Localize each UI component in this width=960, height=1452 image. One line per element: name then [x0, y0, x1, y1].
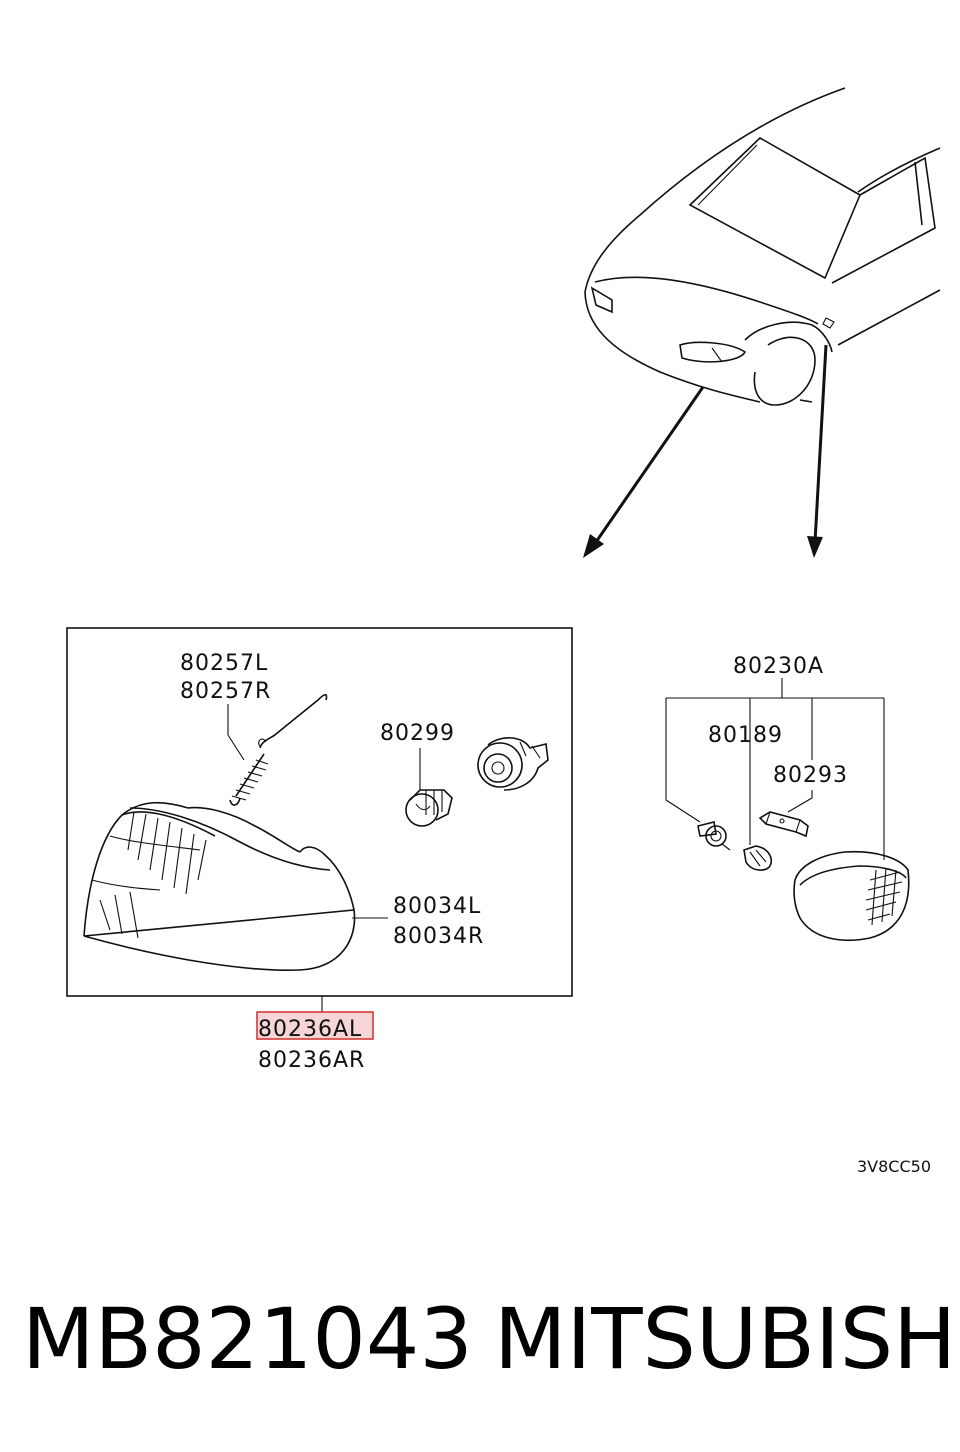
socket-part — [477, 737, 549, 791]
screw-leader — [665, 799, 701, 823]
callout-spring-l: 80257L — [180, 651, 268, 676]
assembly-frame — [66, 627, 573, 997]
spring-part — [229, 693, 328, 806]
callout-assembly-l: 80236AL — [258, 1017, 362, 1042]
screw-part — [697, 821, 731, 851]
callout-side-bulb: 80189 — [708, 723, 783, 748]
lamp-body-part — [83, 801, 356, 972]
spring-leader — [227, 704, 245, 761]
side-bracket-part — [758, 811, 809, 838]
callout-main-bulb: 80299 — [380, 721, 455, 746]
callout-side-assembly: 80230A — [733, 654, 824, 679]
footer: MB821043 MITSUBISHI — [0, 1290, 960, 1400]
callout-highlight — [256, 1011, 374, 1040]
callout-spring-r: 80257R — [180, 679, 271, 704]
side-bracket-leader — [787, 790, 813, 813]
figure-code: 3V8CC50 — [857, 1157, 931, 1176]
brand-name: MITSUBISHI — [494, 1290, 960, 1388]
callout-assembly-r: 80236AR — [258, 1048, 365, 1073]
callout-lens-l: 80034L — [393, 894, 481, 919]
main-bulb-part — [405, 789, 453, 827]
side-assembly-bracket — [665, 678, 885, 860]
side-marker-lamp-part — [793, 850, 910, 941]
callout-side-bracket: 80293 — [773, 763, 848, 788]
side-bulb-part — [743, 845, 772, 871]
part-number: MB821043 — [22, 1290, 473, 1388]
car-illustration — [584, 87, 941, 406]
pointer-arrows — [583, 344, 828, 558]
callout-lens-r: 80034R — [393, 924, 484, 949]
